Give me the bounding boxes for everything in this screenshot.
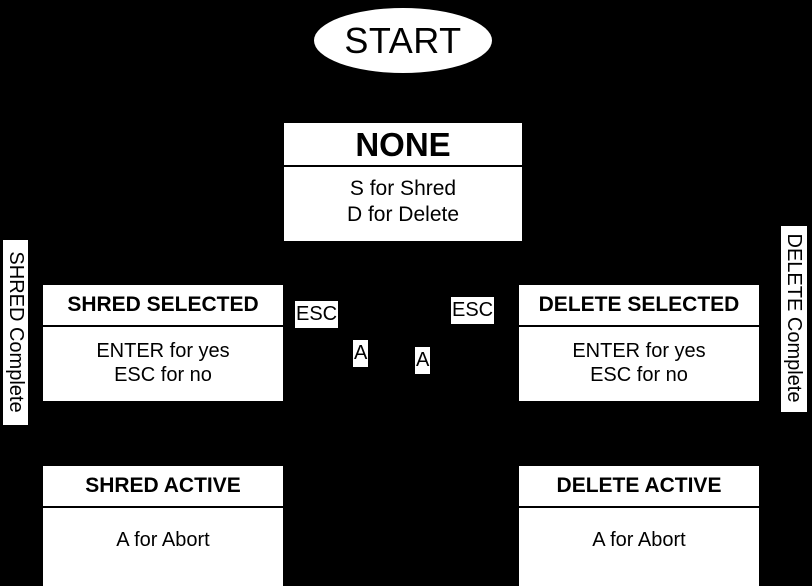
node-start[interactable]: START xyxy=(314,8,492,73)
node-delete-selected-body-line-2: ESC for no xyxy=(590,364,688,386)
edge-label-delete-complete: DELETE Complete xyxy=(781,226,807,412)
node-shred-active-body: A for Abort xyxy=(43,508,283,586)
node-shred-selected-body-line-2: ESC for no xyxy=(114,364,212,386)
edge-label-esc-left: ESC xyxy=(295,301,339,328)
node-delete-active-title: DELETE ACTIVE xyxy=(519,466,759,508)
node-delete-selected-body: ENTER for yes ESC for no xyxy=(519,327,759,401)
node-delete-active[interactable]: DELETE ACTIVE A for Abort xyxy=(519,466,759,586)
edge-label-delete-complete-text: DELETE Complete xyxy=(783,233,805,403)
edge-label-esc-right: ESC xyxy=(451,297,495,324)
edge-label-shred-complete: SHRED Complete xyxy=(3,240,28,425)
node-delete-active-body-line-1: A for Abort xyxy=(592,528,686,551)
node-shred-selected[interactable]: SHRED SELECTED ENTER for yes ESC for no xyxy=(43,285,283,401)
node-shred-selected-body-line-1: ENTER for yes xyxy=(96,339,230,362)
node-delete-selected-body-line-1: ENTER for yes xyxy=(572,339,706,362)
node-delete-selected[interactable]: DELETE SELECTED ENTER for yes ESC for no xyxy=(519,285,759,401)
node-delete-active-body: A for Abort xyxy=(519,508,759,586)
node-none-title: NONE xyxy=(284,123,522,167)
edge-label-a-left: A xyxy=(353,340,369,367)
node-shred-selected-title: SHRED SELECTED xyxy=(43,285,283,327)
node-none-body-line-1: S for Shred xyxy=(349,177,457,201)
node-none-body-line-2: D for Delete xyxy=(346,203,460,226)
node-delete-selected-title: DELETE SELECTED xyxy=(519,285,759,327)
node-shred-active[interactable]: SHRED ACTIVE A for Abort xyxy=(43,466,283,586)
edge-label-shred-complete-text: SHRED Complete xyxy=(4,250,27,413)
node-shred-active-body-line-1: A for Abort xyxy=(116,528,210,551)
node-shred-selected-body: ENTER for yes ESC for no xyxy=(43,327,283,401)
edge-label-a-right: A xyxy=(415,347,431,374)
node-shred-active-title: SHRED ACTIVE xyxy=(43,466,283,508)
node-none[interactable]: NONE S for Shred D for Delete xyxy=(284,123,522,241)
node-none-body: S for Shred D for Delete xyxy=(284,167,522,241)
node-start-label: START xyxy=(344,19,462,61)
